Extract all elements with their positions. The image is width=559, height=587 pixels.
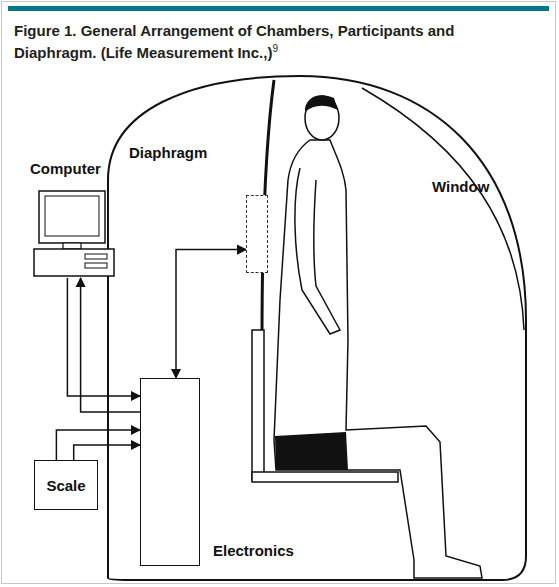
- seat-back: [252, 330, 264, 480]
- chamber-outline: [108, 76, 526, 580]
- signal-connector: [74, 445, 140, 460]
- figure-title-block: Figure 1. General Arrangement of Chamber…: [14, 20, 539, 64]
- participant-hair: [305, 95, 338, 112]
- participant-arm: [295, 168, 340, 334]
- accent-bar: [8, 6, 549, 11]
- participant-head: [305, 96, 339, 140]
- participant-body: [274, 140, 482, 578]
- participant-shorts: [275, 432, 348, 470]
- electronics-box: Electronics: [140, 378, 200, 566]
- computer-icon-label: Computer: [30, 160, 101, 177]
- signal-connector: [81, 278, 140, 412]
- scale-box: Scale: [34, 460, 98, 510]
- window-edge: [362, 88, 524, 330]
- diaphragm-sensor-label: Diaphragm: [129, 144, 207, 161]
- computer-icon: Computer: [33, 190, 115, 278]
- signal-connector: [67, 278, 140, 396]
- scale-box-label: Scale: [46, 477, 85, 494]
- diaphragm-sensor: Diaphragm: [246, 195, 268, 273]
- electronics-box-label: Electronics: [213, 542, 294, 559]
- figure-title: Figure 1. General Arrangement of Chamber…: [14, 22, 454, 61]
- seat: [252, 472, 398, 482]
- region-label: Window: [432, 178, 489, 195]
- reference-number: 9: [272, 43, 278, 54]
- computer-drawing: [33, 190, 115, 278]
- signal-connector: [56, 430, 140, 460]
- signal-connector: [176, 250, 246, 378]
